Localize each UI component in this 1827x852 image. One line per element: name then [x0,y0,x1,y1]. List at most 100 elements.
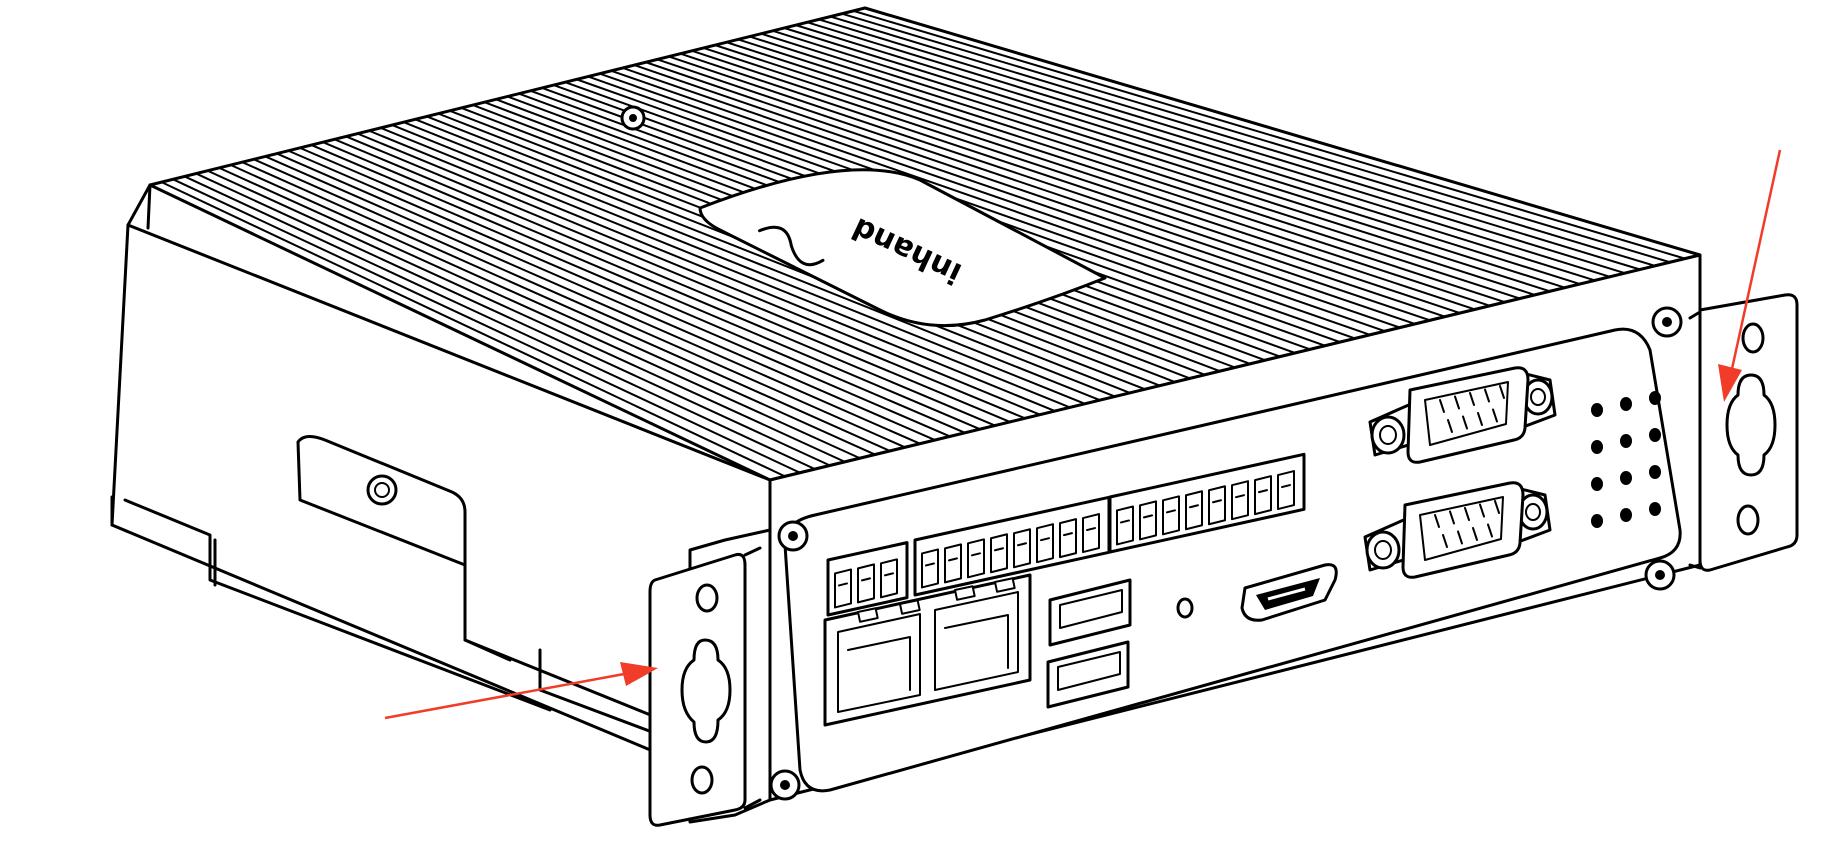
terminal-slot [1082,513,1100,554]
terminal-slot [1231,480,1249,521]
heatsink-fin [345,135,1026,420]
heatsink-fin [218,166,861,460]
heatsink-fin [380,126,1071,409]
heatsink-fin [230,164,876,456]
heatsink-fin [241,161,891,452]
heatsink-fin [680,52,1461,315]
terminal-slot [1185,490,1203,531]
terminal-slot [1036,523,1054,564]
indicator-led [1649,502,1661,516]
heatsink-top: inhand [148,6,1702,482]
heatsink-fin [414,118,1116,398]
heatsink-fin [264,155,921,445]
db9-serial-port [1363,481,1552,579]
heatsink-fin [749,35,1551,293]
indicator-led [1649,428,1661,442]
terminal-slot [967,538,985,579]
mounting-ear-right-keyhole [1725,373,1777,477]
heatsink-fin [184,175,816,471]
terminal-slot [921,548,939,589]
terminal-slot [1013,528,1031,569]
heatsink-fin [668,55,1446,318]
ethernet-port-2 [934,591,1019,691]
indicator-led [1649,465,1661,479]
heatsink-fin [334,138,1011,423]
heatsink-fin [634,64,1401,329]
heatsink-fin [830,15,1656,267]
heatsink-fin [818,18,1641,271]
heatsink-fin [760,32,1566,289]
indicator-led [1620,434,1632,448]
indicator-led [1591,477,1603,491]
indicator-led [1591,514,1603,528]
heatsink-fin [714,44,1506,304]
callout-arrow-right [1718,149,1782,402]
heatsink-fin [207,169,846,463]
heatsink-fin [322,141,996,427]
heatsink-fin [368,129,1056,412]
indicator-led [1649,391,1661,405]
heatsink-fin [161,181,786,478]
heatsink-fin [357,132,1041,416]
heatsink-fin [599,72,1356,340]
heatsink-fin [737,38,1536,296]
heatsink-fin [795,24,1611,278]
terminal-blocks [826,452,1306,617]
heatsink-fin [610,69,1371,336]
heatsink-fin [841,12,1671,264]
terminal-slot [1162,495,1180,536]
front-panel [768,253,1702,802]
terminal-slot [944,543,962,584]
terminal-slot [1254,475,1272,516]
reset-pinhole [1176,597,1194,619]
indicator-leds [1591,391,1661,528]
ethernet-ports [823,573,1032,727]
terminal-slot [834,568,852,609]
db9-serial-port [1368,366,1557,464]
terminal-slot [880,558,898,599]
side-access-cover [296,435,467,567]
heatsink-fin [195,172,831,467]
heatsink-fin [311,144,981,431]
front-panel-screws [769,306,1683,801]
heatsink-fin [299,146,966,434]
mounting-ear-left-keyhole [680,638,732,744]
heatsink-fin [726,41,1521,300]
callout-arrow-left [384,662,658,720]
heatsink-fin [287,149,951,438]
heatsink-fin [645,61,1416,325]
indicator-led [1620,508,1632,522]
terminal-slot [1277,470,1295,511]
serial-ports [1363,366,1557,579]
terminal-slot [1139,500,1157,541]
heatsink-fin [783,27,1596,282]
terminal-slot [990,533,1008,574]
hdmi-port [1240,563,1338,622]
heatsink-fin [657,58,1431,322]
ethernet-port-1 [837,613,921,713]
usb-ports [1046,578,1132,709]
heatsink-fin [772,29,1581,285]
terminal-slot [1208,485,1226,526]
terminal-block [1108,452,1306,554]
heatsink-fin [853,9,1686,260]
device-left-side [110,183,772,802]
logo-plate [698,168,1107,328]
terminal-slot [1116,505,1134,546]
heatsink-fin [807,21,1626,275]
heatsink-fin [172,178,801,474]
indicator-led [1620,471,1632,485]
terminal-slot [1059,518,1077,559]
mounting-ear-left [648,528,772,827]
heatsink-fin [391,124,1086,405]
indicator-led [1591,403,1603,417]
mounting-ear-right [1688,293,1799,572]
heatsink-fin [276,152,936,441]
heatsink-fin [253,158,906,449]
indicator-led [1620,397,1632,411]
terminal-slot [857,563,875,604]
heatsink-fin [403,121,1101,402]
heatsink-fin [622,67,1386,333]
heatsink-fin [691,49,1476,311]
